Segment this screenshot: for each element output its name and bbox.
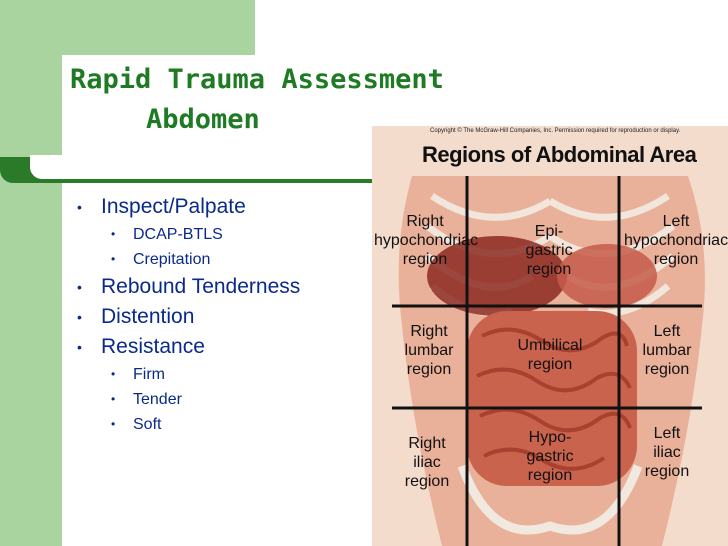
label-epigastric: Epi- gastric region (525, 223, 573, 278)
title-line-1: Rapid Trauma Assessment (70, 64, 444, 95)
figure-title: Regions of Abdominal Area (422, 142, 697, 167)
region-grid (392, 176, 702, 546)
bullet-marker: • (111, 252, 116, 266)
label-left-hypochondriac: Left hypochondriac region (624, 213, 728, 268)
pelvis-shape (457, 464, 643, 535)
bullet-marker: • (111, 367, 116, 381)
label-left-iliac: Left iliac region (644, 425, 690, 480)
sub-bullet-item: •Firm (75, 362, 300, 387)
abdomen-illustration (392, 176, 705, 546)
bullet-item: •Resistance (75, 332, 300, 362)
bullet-item: •Distention (75, 302, 300, 332)
top-accent-band (0, 0, 255, 55)
sub-bullet-item: •Crepitation (75, 247, 300, 272)
slide-title: Rapid Trauma Assessment Abdomen (70, 60, 444, 140)
figure-copyright: Copyright © The McGraw-Hill Companies, I… (430, 128, 681, 134)
bullet-marker: • (111, 227, 116, 241)
bullet-marker: • (77, 279, 82, 295)
bullet-marker: • (77, 339, 82, 355)
bullet-marker: • (77, 309, 82, 325)
label-umbilical: Umbilical region (517, 337, 583, 373)
bullet-marker: • (111, 417, 116, 431)
label-right-hypochondriac: Right hypochondriac region (374, 213, 479, 268)
bullet-marker: • (77, 199, 82, 215)
bullet-marker: • (111, 392, 116, 406)
label-right-iliac: Right iliac region (404, 435, 450, 490)
bullet-item: •Inspect/Palpate (75, 192, 300, 222)
sub-bullet-item: •Soft (75, 412, 300, 437)
label-right-lumbar: Right lumbar region (404, 323, 454, 378)
sub-bullet-item: •DCAP-BTLS (75, 222, 300, 247)
intestine-coils (476, 327, 632, 471)
intestines-shape (467, 311, 637, 486)
label-hypogastric: Hypo- gastric region (526, 429, 574, 484)
abdominal-regions-figure: Copyright © The McGraw-Hill Companies, I… (372, 126, 728, 546)
bullet-item: •Rebound Tenderness (75, 272, 300, 302)
stomach-shape (557, 244, 657, 308)
liver-shape (427, 236, 567, 316)
bullet-list: •Inspect/Palpate •DCAP-BTLS •Crepitation… (75, 192, 300, 437)
title-line-2: Abdomen (146, 104, 260, 135)
label-left-lumbar: Left lumbar region (642, 323, 692, 378)
left-accent-band (0, 0, 62, 546)
sub-bullet-item: •Tender (75, 387, 300, 412)
